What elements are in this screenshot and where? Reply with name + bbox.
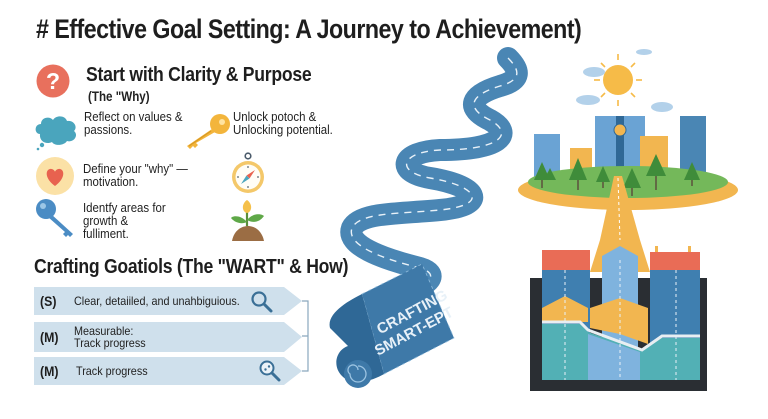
reflect-text: Reflect on values & passions. (84, 109, 183, 137)
magnifier-icon (250, 290, 274, 314)
identify-text: Identfy areas for growth & fulliment. (83, 200, 166, 241)
row-text: Measurable: Track progress (74, 324, 146, 350)
row-bracket (302, 300, 309, 372)
sprout-icon (231, 200, 264, 241)
smart-row-m1: (M) Measurable: Track progress (34, 322, 302, 352)
page-title: # Effective Goal Setting: A Journey to A… (36, 14, 582, 44)
magnifier-dots-icon (258, 359, 282, 383)
blue-key-icon (36, 199, 73, 237)
question-icon: ? (36, 64, 70, 98)
row-text: Track progress (76, 364, 148, 378)
key-icon (187, 114, 230, 149)
section2-heading: Crafting Goatiols (The "WART" & How) (34, 256, 349, 278)
unlock-text: Unlock potoch & Unlocking potential. (233, 109, 333, 137)
section1-heading: Start with Clarity & Purpose (86, 64, 312, 86)
section1-subheading: (The "Why) (88, 89, 150, 104)
smart-row-m2: (M) Track progress (34, 357, 302, 385)
row-letter: (S) (40, 293, 57, 309)
smart-row-s: (S) Clear, detaiiled, and unahbiguious. (34, 287, 302, 315)
row-text: Clear, detaiiled, and unahbiguious. (74, 294, 240, 308)
svg-text:?: ? (46, 68, 60, 94)
row-letter: (M) (40, 363, 59, 379)
heart-icon (36, 157, 74, 195)
row-letter: (M) (40, 329, 59, 345)
city-island-illustration (518, 49, 738, 241)
scroll-banner: CRAFTING SMART-EPT (329, 263, 456, 388)
thought-cloud-icon (35, 116, 77, 151)
chart-city-illustration (530, 240, 707, 391)
define-why-text: Define your "why" — motivation. (83, 161, 188, 189)
compass-icon (232, 152, 264, 193)
